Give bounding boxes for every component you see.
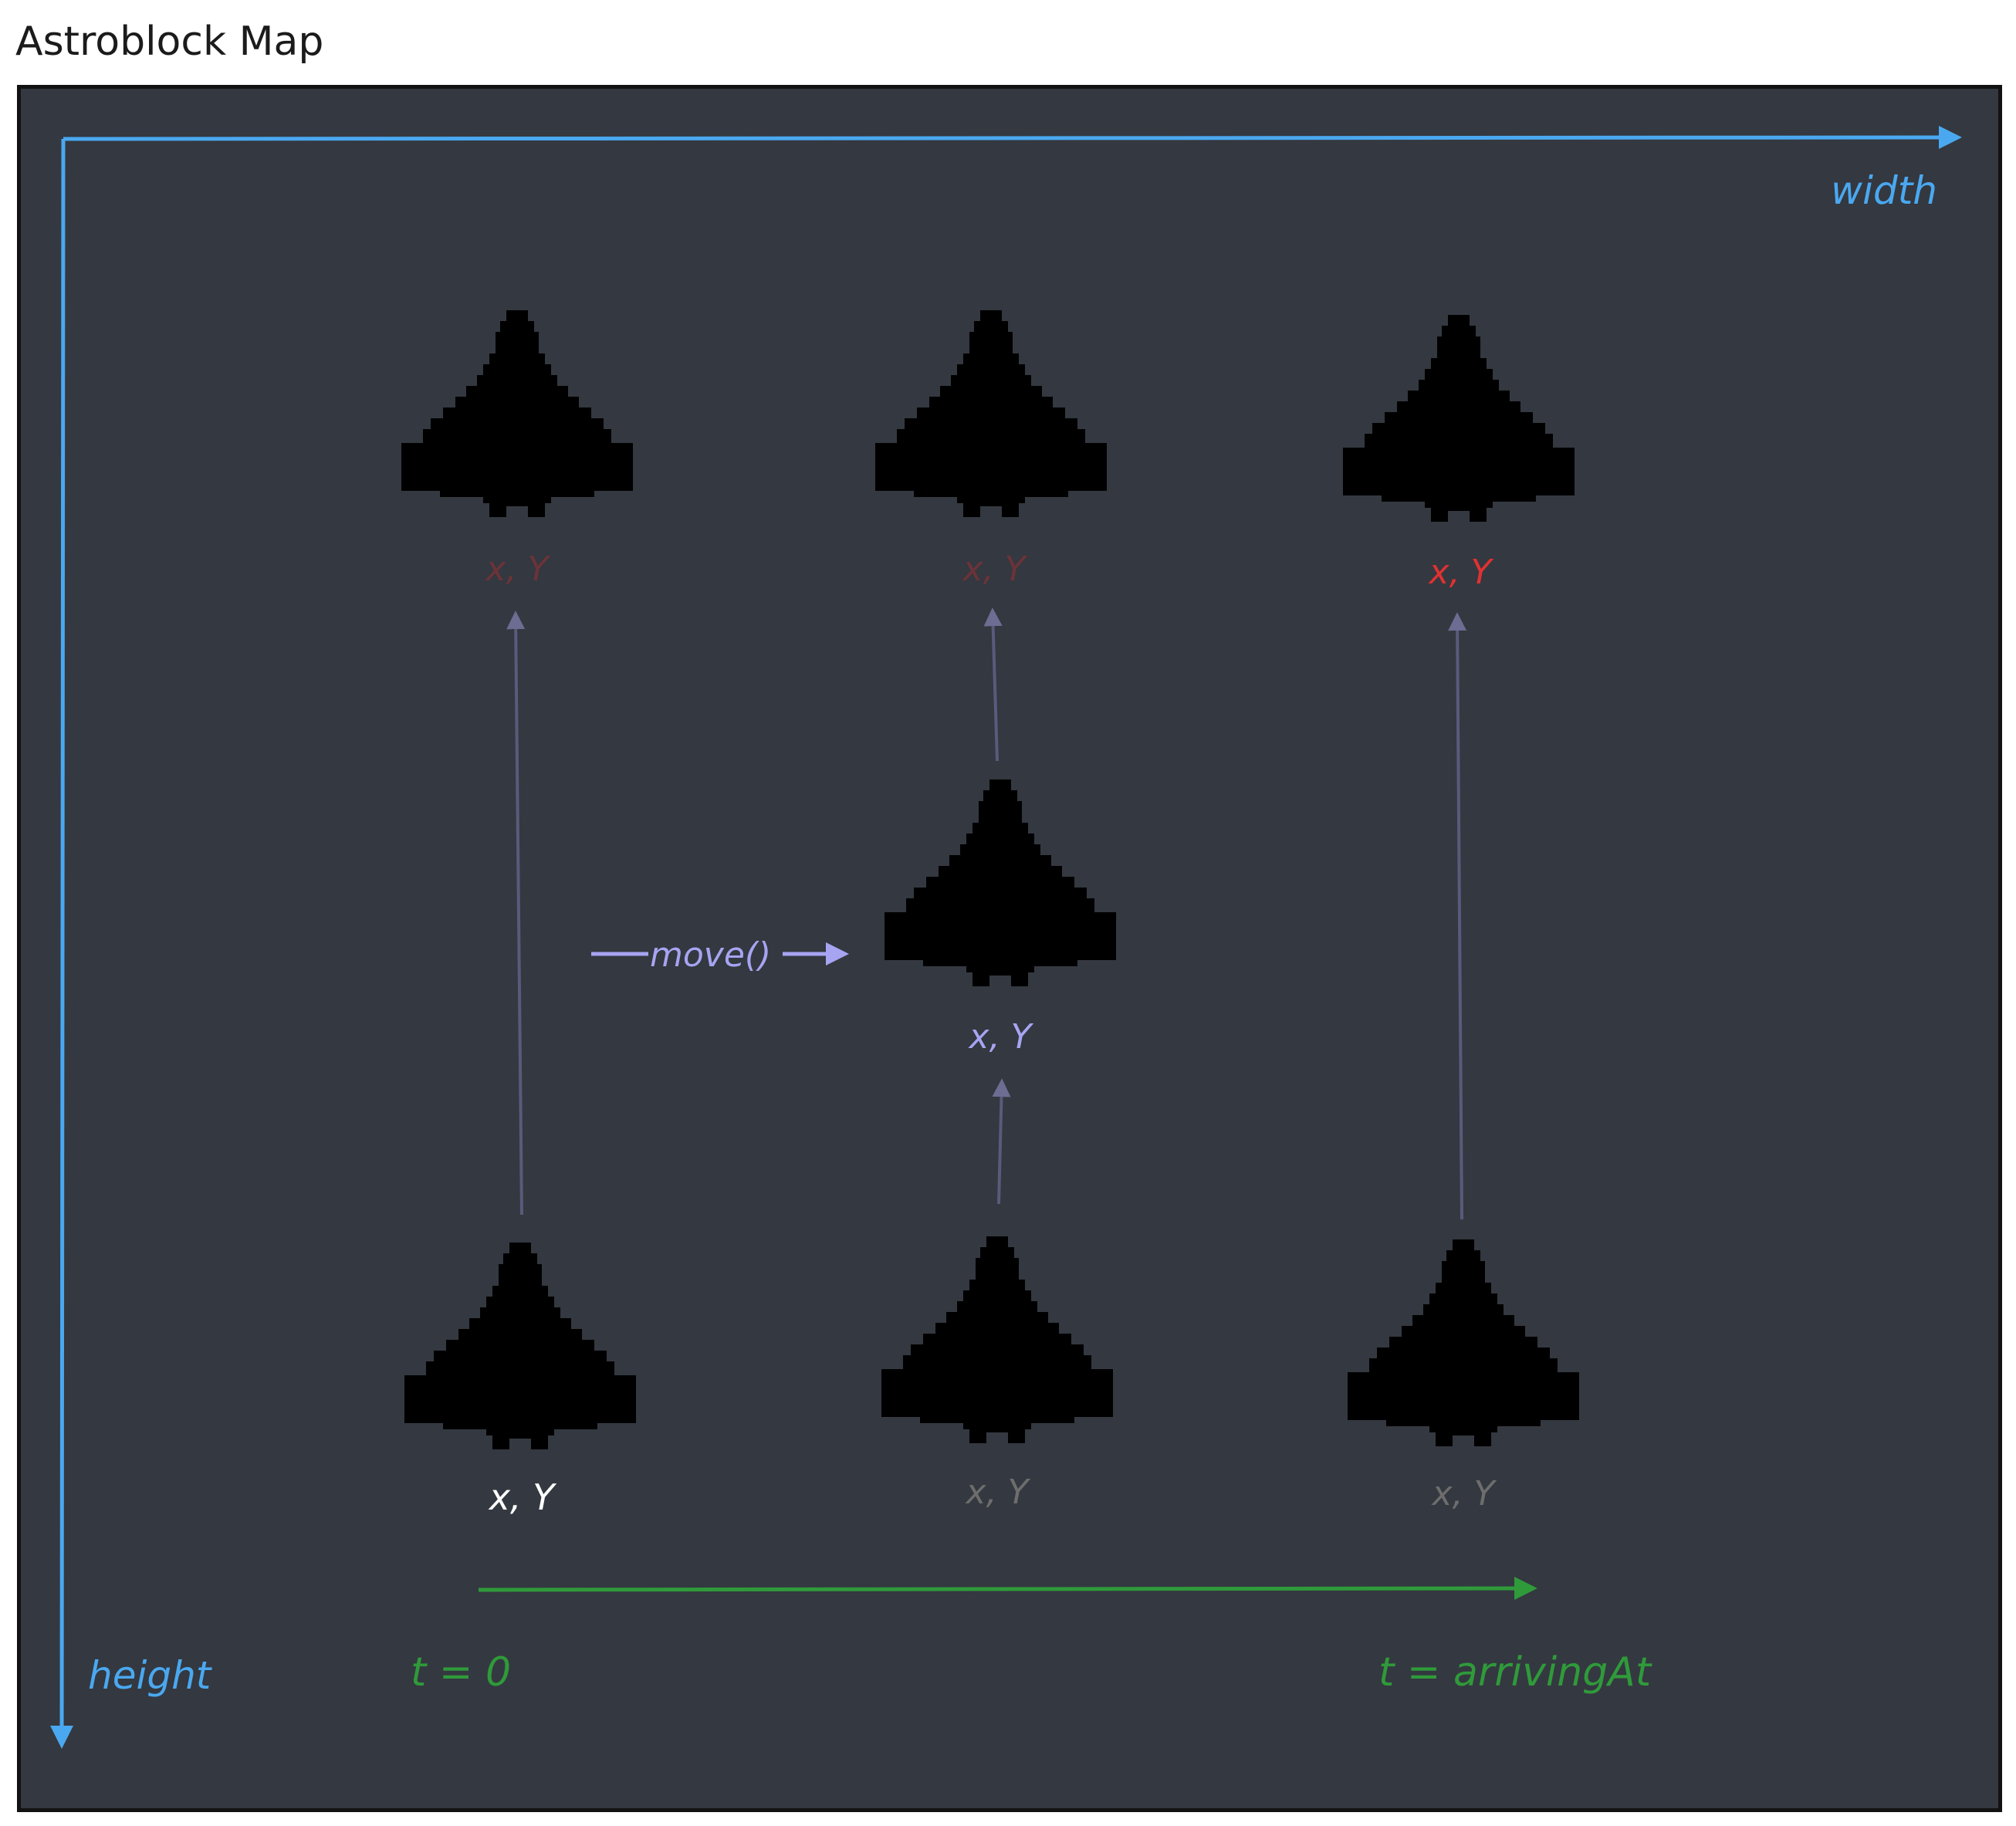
ship-moving <box>885 779 1116 986</box>
width-axis-label: width <box>1831 168 1937 213</box>
height-axis-label: height <box>88 1653 213 1698</box>
height-axis <box>50 138 74 1749</box>
coord-label-right-bottom: x, Y <box>1431 1474 1497 1513</box>
coord-label-left-top: x, Y <box>485 549 551 589</box>
ship-mid-top <box>875 310 1107 517</box>
ship-target <box>1343 315 1575 522</box>
ship-left-top <box>401 310 633 517</box>
path-arrow-mid-top <box>983 607 1003 762</box>
ship-start <box>404 1243 636 1449</box>
coord-label-moving: x, Y <box>968 1017 1034 1057</box>
path-arrow-mid-bottom <box>992 1078 1011 1205</box>
path-arrow-left <box>506 610 526 1216</box>
ship-mid-bottom <box>881 1236 1113 1443</box>
time-end-label: t = arrivingAt <box>1378 1649 1652 1696</box>
width-axis <box>63 126 1962 150</box>
path-arrow-right <box>1448 612 1467 1220</box>
page-title: Astroblock Map <box>15 19 324 65</box>
coord-label-target: x, Y <box>1428 553 1494 592</box>
move-label: move() <box>650 935 771 975</box>
time-arrow <box>478 1577 1537 1601</box>
coord-label-start: x, Y <box>488 1476 557 1518</box>
coord-label-mid-bottom: x, Y <box>965 1473 1031 1512</box>
time-start-label: t = 0 <box>411 1649 511 1696</box>
ship-right-bottom <box>1348 1239 1579 1446</box>
coord-label-mid-top: x, Y <box>962 549 1028 589</box>
